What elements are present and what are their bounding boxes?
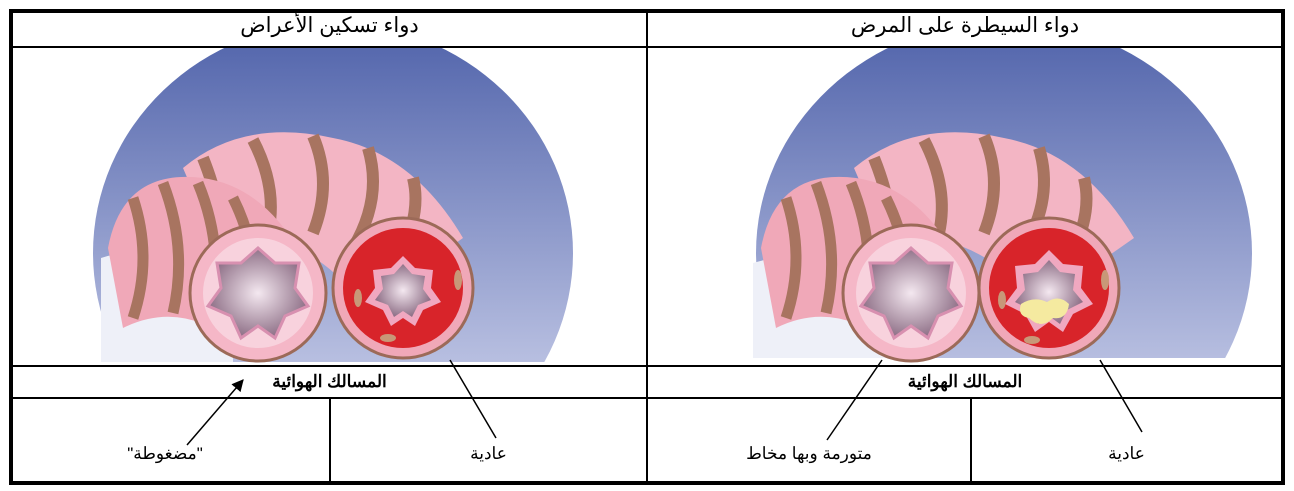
reliever-normal-label: عادية (470, 444, 507, 463)
reliever-airways-illustration (93, 48, 573, 363)
comparison-table (9, 9, 1285, 485)
line-to-reliever-normal-airway (449, 359, 497, 439)
controller-airways-illustration (753, 48, 1252, 363)
table-border-left (9, 9, 13, 485)
reliever-constricted-airway (188, 223, 328, 363)
reliever-medicine-title: دواء تسكين الأعراض (240, 14, 419, 37)
reliever-normal-airway (331, 216, 475, 360)
table-center-divider (646, 9, 648, 485)
controller-normal-label: عادية (1108, 444, 1145, 463)
reliever-airway-label: المسالك الهوائية (272, 372, 387, 391)
controller-inflamed-label: متورمة وبها مخاط (746, 444, 872, 463)
row-divider-airway (9, 397, 1285, 399)
controller-inflamed-airway (841, 223, 981, 363)
controller-airway-label: المسالك الهوائية (907, 372, 1023, 391)
line-to-controller-normal-airway (1099, 359, 1143, 433)
row-divider-header (9, 46, 1285, 48)
controller-medicine-title: دواء السيطرة على المرض (850, 14, 1080, 37)
cell-divider-left (329, 397, 331, 485)
row-divider-images (9, 365, 1285, 367)
reliever-constricted-label: "مضغوطة" (127, 444, 203, 463)
table-border-right (1281, 9, 1285, 485)
arrow-to-constricted-airway (186, 379, 244, 446)
controller-normal-airway-with-mucus (977, 216, 1121, 360)
mucus-blob (1020, 298, 1069, 324)
line-to-inflamed-airway (826, 359, 883, 441)
cell-divider-right (970, 397, 972, 485)
